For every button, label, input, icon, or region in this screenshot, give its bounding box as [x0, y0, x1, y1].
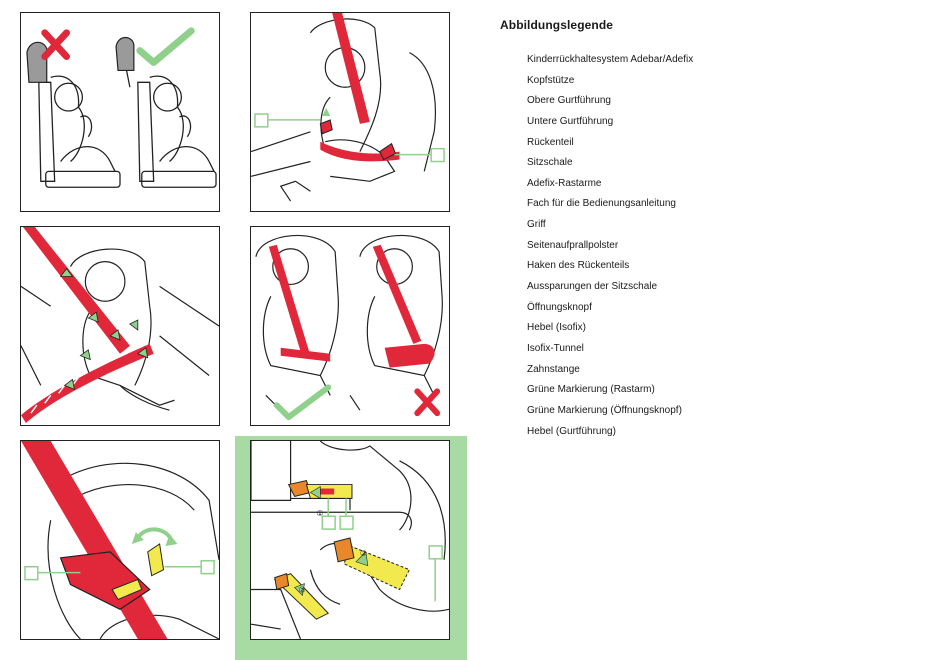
list-item: Hebel (Isofix): [527, 322, 586, 334]
belt-strap: [21, 441, 168, 639]
belt-left-diagonal: [268, 244, 311, 358]
headrest-gray-wrong: [26, 41, 48, 83]
belt-right-lap: [384, 343, 435, 368]
check-icon: [273, 384, 332, 421]
figure-belt-tension: [20, 226, 220, 426]
list-item: Adefix-Rastarme: [527, 177, 602, 189]
step-marker-2b: ②: [299, 585, 306, 594]
list-item: Griff: [527, 219, 546, 231]
figure-headrest-adjustment: [20, 12, 220, 212]
lap-belt-illustration: [255, 234, 443, 421]
legend-list: Kinderrückhaltesystem Adebar/Adefix Kopf…: [500, 54, 920, 446]
list-item: Zahnstange: [527, 363, 580, 375]
headrest-illustration: [26, 27, 217, 188]
isofix-illustration: ① ② ②: [251, 441, 449, 639]
belt-left-lap: [280, 347, 331, 362]
list-item: Grüne Markierung (Rastarm): [527, 384, 655, 396]
belt-diagonal: [22, 227, 130, 354]
figure-lap-belt-position: [250, 226, 450, 426]
list-item: Obere Gurtführung: [527, 95, 611, 107]
legend: Abbildungslegende Kinderrückhaltesystem …: [500, 18, 920, 446]
list-item: Grüne Markierung (Öffnungsknopf): [527, 404, 682, 416]
cross-icon: [414, 388, 441, 417]
list-item: Kinderrückhaltesystem Adebar/Adefix: [527, 54, 694, 65]
belt-tension-illustration: [21, 227, 219, 424]
insert-arrows: [294, 486, 369, 597]
figure-belt-guides: [250, 12, 450, 212]
step-marker-1: ①: [316, 509, 323, 518]
list-item: Rückenteil: [527, 136, 574, 148]
callout-lever: [164, 560, 215, 575]
belt-lap-strap: [320, 141, 400, 162]
step-marker-2a: ②: [360, 549, 367, 558]
callout-belt-clip: [24, 565, 81, 581]
belt-guides-illustration: [251, 13, 445, 202]
headrest-gray-correct: [115, 36, 135, 72]
callout-lower-guide: [394, 147, 445, 163]
tension-arrows: [59, 267, 149, 390]
list-item: Hebel (Gurtführung): [527, 425, 616, 437]
callout-upper-guide: [254, 113, 321, 128]
isofix-tunnel-yellow: [343, 545, 411, 591]
rotate-arrow-icon: [136, 527, 174, 542]
list-item: Haken des Rückenteils: [527, 260, 630, 272]
legend-title: Abbildungslegende: [500, 18, 614, 32]
list-item: Aussparungen der Sitzschale: [527, 281, 658, 293]
figure-isofix-mounting: ① ② ②: [250, 440, 450, 640]
list-item: Sitzschale: [527, 157, 573, 169]
list-item: Fach für die Bedienungsanleitung: [527, 198, 676, 210]
callout-isofix-parts: [321, 498, 443, 602]
check-icon: [136, 27, 195, 66]
cross-icon: [41, 29, 71, 61]
belt-shoulder-strap: [332, 13, 370, 124]
list-item: Öffnungsknopf: [527, 301, 592, 313]
list-item: Untere Gurtführung: [527, 115, 614, 127]
belt-right-diagonal: [372, 244, 422, 344]
list-item: Seitenaufprallpolster: [527, 239, 619, 251]
list-item: Isofix-Tunnel: [527, 342, 584, 354]
figure-belt-guide-lever: [20, 440, 220, 640]
belt-guide-lever-illustration: [21, 441, 219, 639]
belt-lap-striped: [21, 343, 154, 424]
list-item: Kopfstütze: [527, 74, 575, 86]
